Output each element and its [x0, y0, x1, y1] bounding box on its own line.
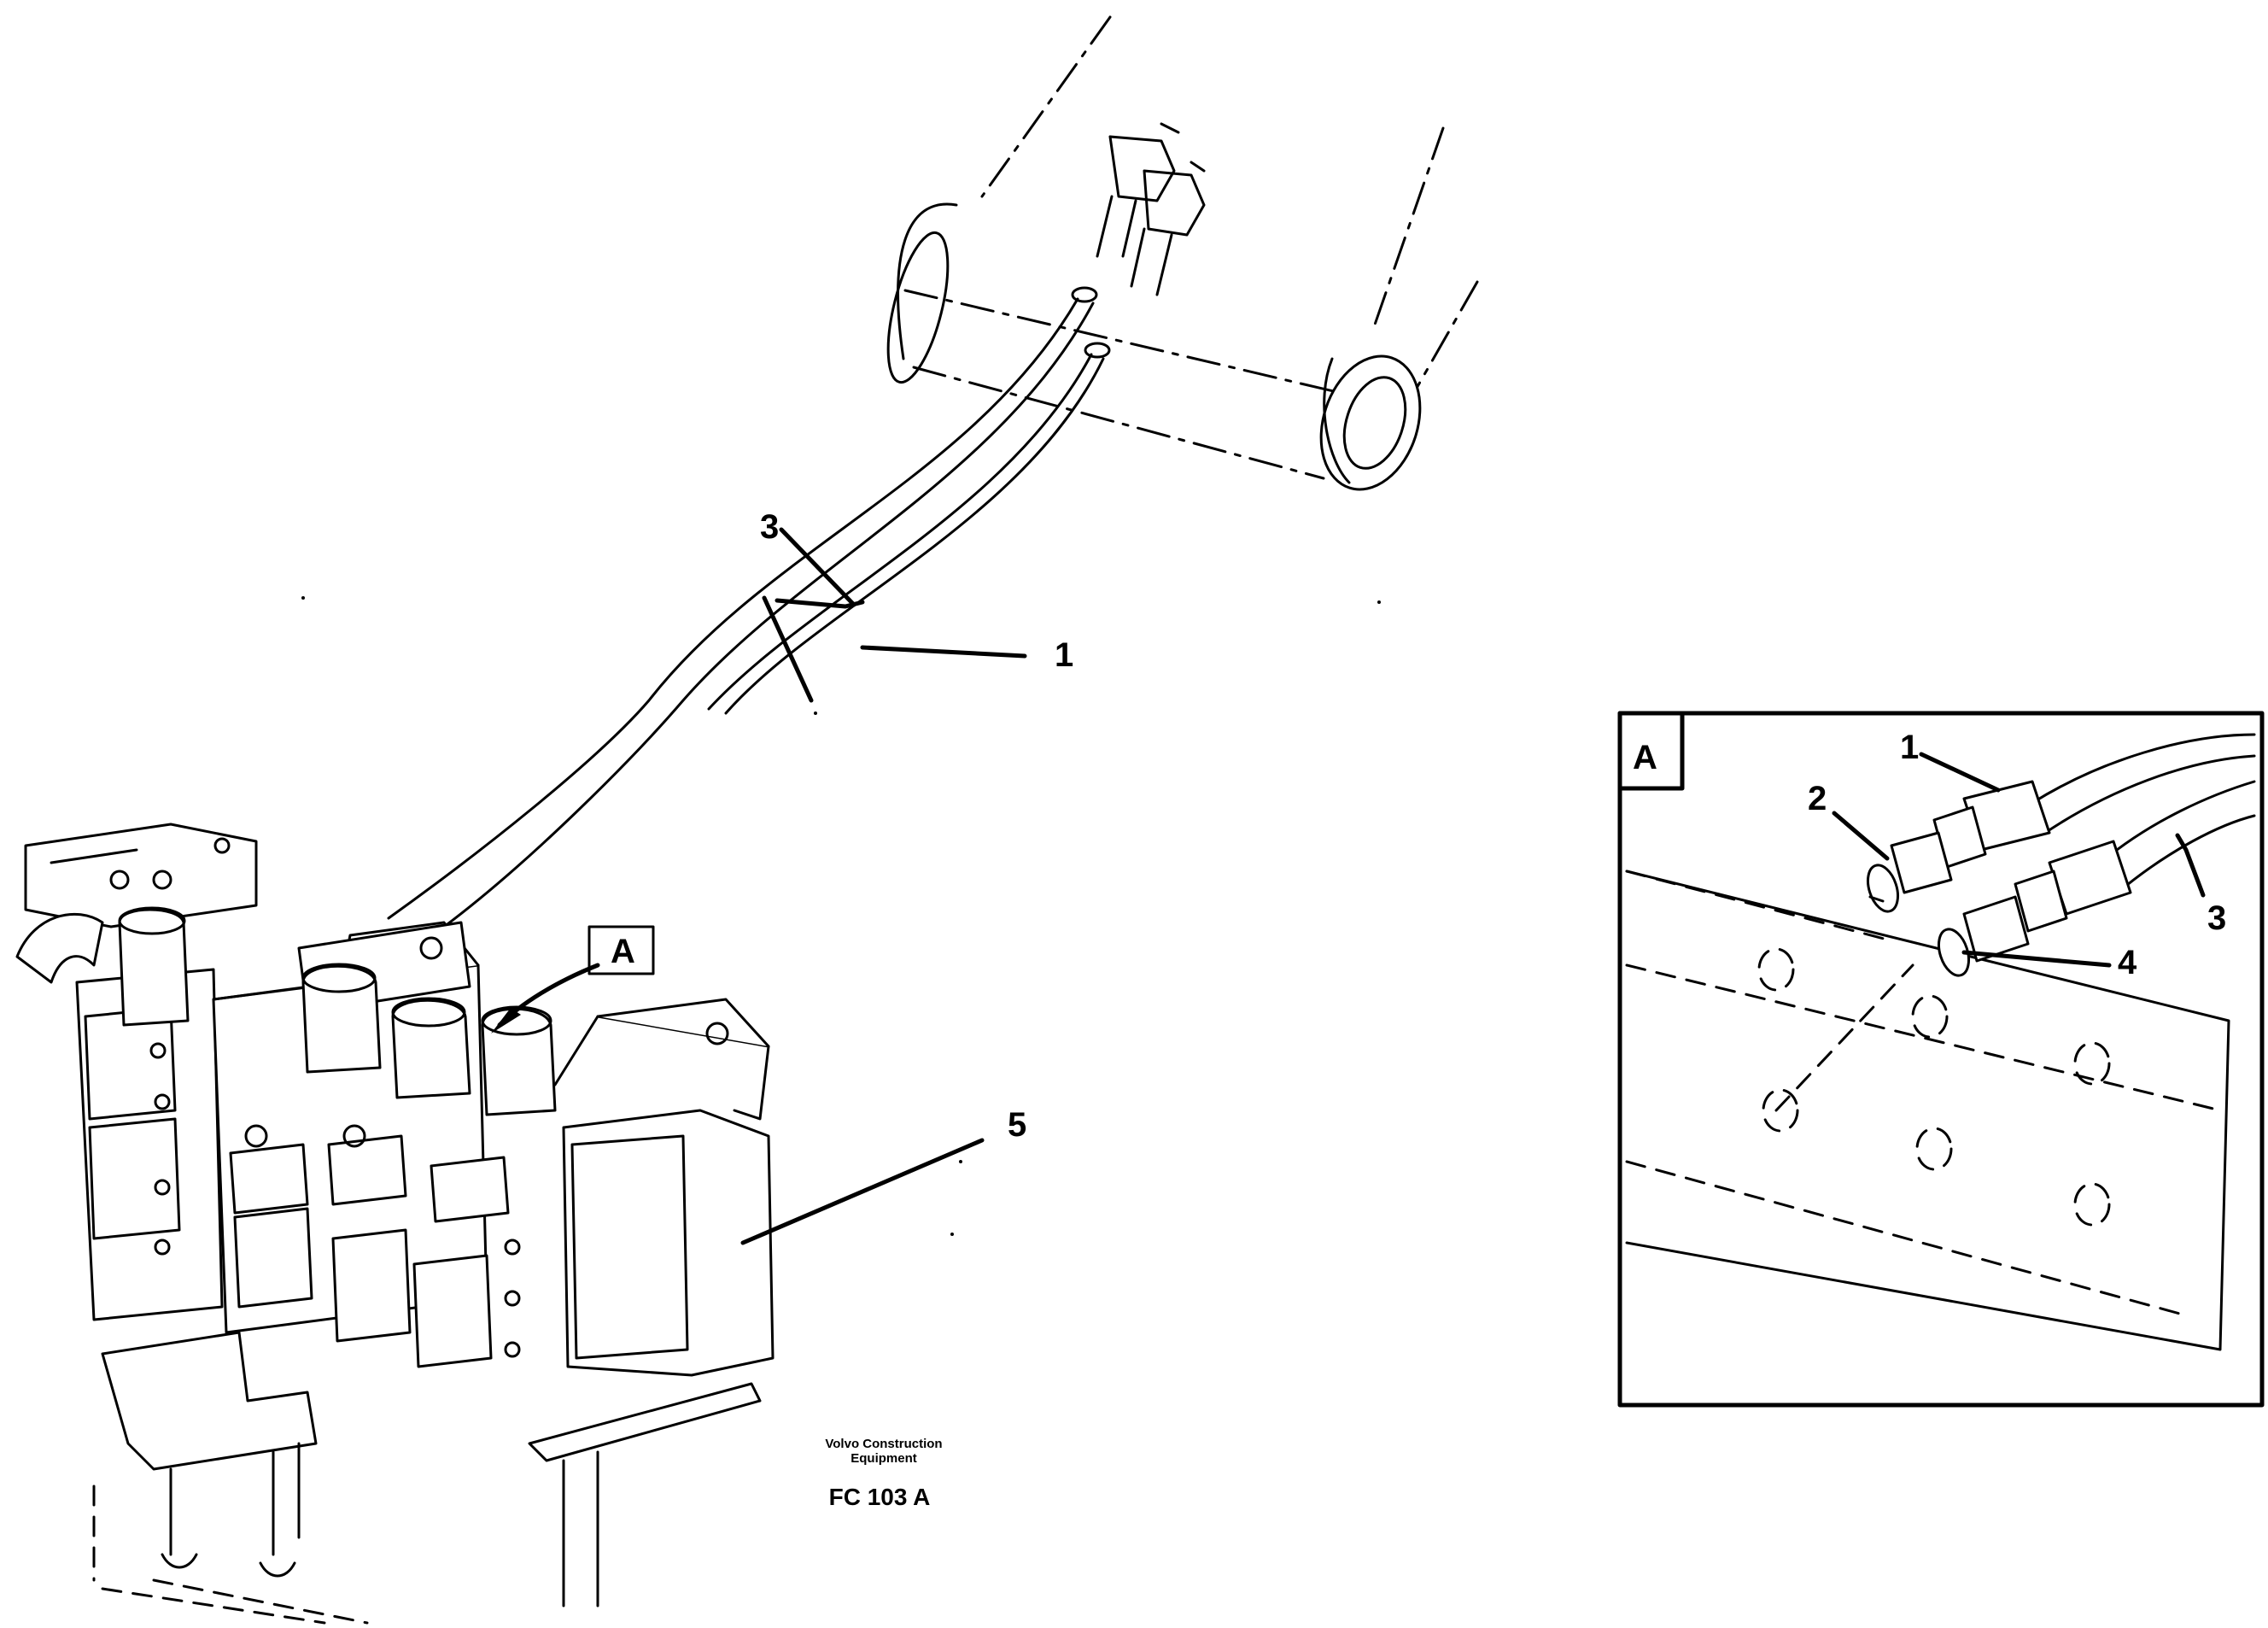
credit-line-2: Equipment — [850, 1451, 917, 1466]
figure-code: FC 103 A — [829, 1484, 931, 1510]
boom — [886, 15, 1479, 491]
detail-title: A — [1633, 739, 1657, 776]
hoses — [387, 122, 1206, 928]
detail-label-1: 1 — [1900, 729, 1919, 766]
callout-hose-3: 3 — [760, 508, 779, 546]
valve-assembly — [15, 823, 775, 1625]
detail-view-a: A 1 2 3 4 — [1617, 711, 2265, 1408]
leader-lines — [491, 527, 1027, 1245]
credit-line-1: Volvo Construction — [825, 1437, 942, 1451]
callout-valve-5: 5 — [1008, 1106, 1026, 1144]
detail-label-3: 3 — [2207, 899, 2226, 937]
view-reference-box: A — [587, 925, 655, 975]
detail-label-4: 4 — [2118, 944, 2137, 981]
callout-hose-1: 1 — [1055, 636, 1073, 674]
detail-label-2: 2 — [1808, 780, 1827, 817]
view-reference-label: A — [611, 933, 635, 970]
